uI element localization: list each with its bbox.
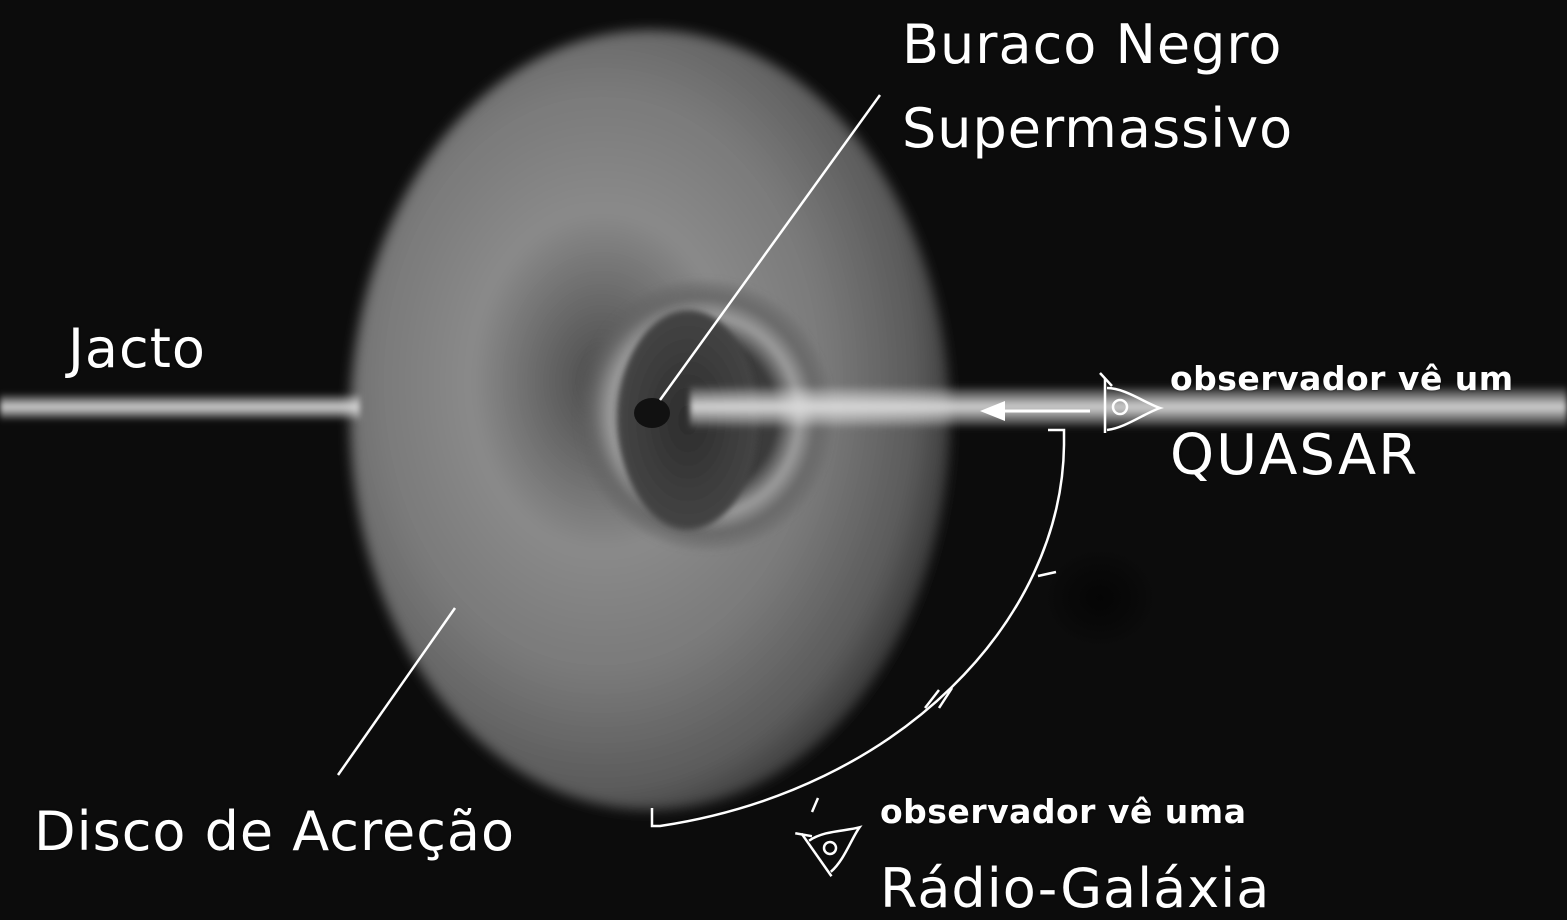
jet-label: Jacto bbox=[68, 317, 206, 380]
shadow-blob bbox=[1038, 543, 1162, 653]
eye-icon bbox=[795, 825, 863, 877]
jet-left bbox=[0, 393, 360, 421]
quasar-label: QUASAR bbox=[1170, 423, 1420, 488]
disk-pointer bbox=[336, 607, 457, 776]
black-hole-label-line1: Buraco Negro bbox=[902, 13, 1283, 76]
eye-icon bbox=[1099, 372, 1164, 433]
black-hole-label-line2: Supermassivo bbox=[902, 97, 1294, 160]
black-hole bbox=[634, 398, 670, 428]
radio-galaxy-label: Rádio-Galáxia bbox=[880, 857, 1271, 920]
disk-inner-hole bbox=[618, 310, 758, 530]
arrow-left-icon bbox=[980, 401, 1090, 421]
black-hole-pointer bbox=[658, 94, 882, 401]
quasar-observer-label: observador vê um bbox=[1170, 359, 1514, 398]
radio-galaxy-observer-label: observador vê uma bbox=[880, 792, 1247, 831]
viewing-angle-arc bbox=[650, 428, 1066, 828]
accretion-disk-label: Disco de Acreção bbox=[34, 800, 516, 863]
